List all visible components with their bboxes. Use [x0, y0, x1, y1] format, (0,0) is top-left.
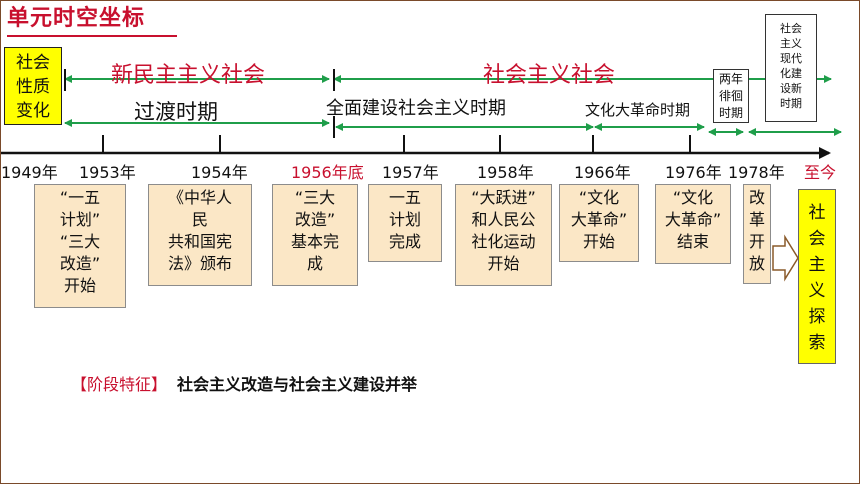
era-label-socialism: 社会主义社会 [483, 63, 616, 88]
society-nature-text: 社会 性质 变化 [16, 53, 50, 121]
year-label-1956: 1956年底 [291, 163, 364, 182]
unit-title: 单元时空坐标 [7, 5, 177, 37]
event-cultural-revolution-start: “文化 大革命” 开始 [559, 184, 639, 262]
year-label-1976: 1976年 [665, 163, 722, 182]
year-label-1953: 1953年 [79, 163, 136, 182]
year-label-1958: 1958年 [477, 163, 534, 182]
event-reform-opening: 改 革 开 放 [743, 184, 771, 284]
year-label-now: 至今 [804, 163, 837, 182]
year-label-1957: 1957年 [382, 163, 439, 182]
period-label-transition: 过渡时期 [134, 100, 218, 124]
year-label-1954: 1954年 [191, 163, 248, 182]
year-label-1949: 1949年 [1, 163, 58, 182]
society-nature-label: 社会 性质 变化 [4, 47, 62, 125]
stage-feature-text: 社会主义改造与社会主义建设并举 [177, 375, 418, 394]
stage-feature: 【阶段特征】社会主义改造与社会主义建设并举 [71, 371, 417, 395]
reform-arrow-icon [772, 234, 799, 282]
event-great-leap-forward: “大跃进” 和人民公 社化运动 开始 [455, 184, 552, 286]
event-three-transformations-complete: “三大 改造” 基本完 成 [272, 184, 358, 286]
event-constitution: 《中华人 民 共和国宪 法》颁布 [148, 184, 252, 286]
year-label-1966: 1966年 [574, 163, 631, 182]
period-arrow-full-construction [333, 116, 594, 138]
era-label-new-democracy: 新民主主义社会 [111, 63, 266, 88]
event-five-year-plan-complete: 一五 计划 完成 [368, 184, 442, 262]
axis-ticks [102, 135, 691, 153]
period-label-full-construction: 全面建设社会主义时期 [326, 98, 506, 119]
period-label-cultural-revolution: 文化大革命时期 [585, 101, 691, 119]
year-label-1978: 1978年 [728, 163, 785, 182]
period-label-new-period: 社会 主义 现代 化建 设新 时期 [765, 14, 817, 122]
era-arrow-new-democracy [64, 69, 330, 91]
socialism-exploration-box: 社 会 主 义 探 索 [798, 189, 836, 364]
event-cultural-revolution-end: “文化 大革命” 结束 [655, 184, 731, 264]
event-first-five-year-plan: “一五 计划” “三大 改造” 开始 [34, 184, 126, 308]
period-label-two-years: 两年 徘徊 时期 [713, 69, 749, 123]
stage-feature-tag: 【阶段特征】 [71, 375, 168, 394]
